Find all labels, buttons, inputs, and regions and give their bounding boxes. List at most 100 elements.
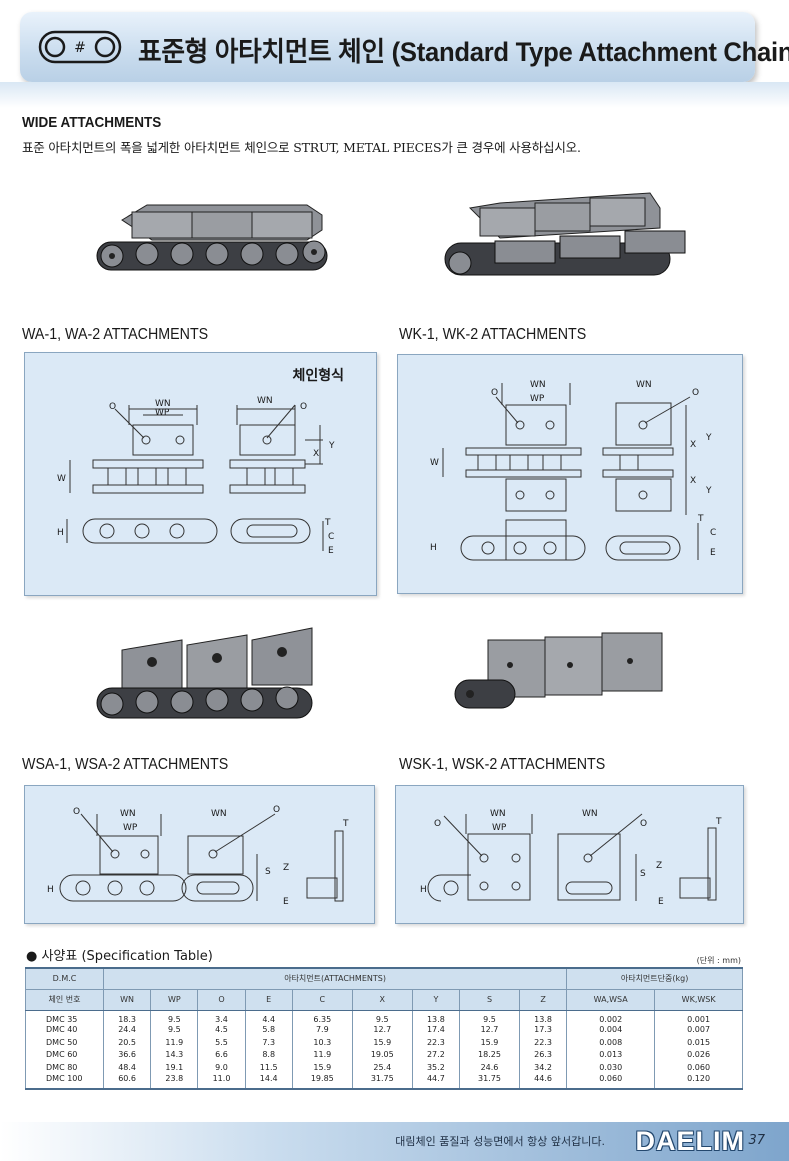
column-header: 체인 번호 bbox=[25, 989, 104, 1011]
wsa-diagram: WN WP O H WN O S Z E T bbox=[24, 785, 375, 924]
table-cell: 14.4 bbox=[244, 1073, 293, 1090]
column-header: Y bbox=[411, 989, 460, 1011]
wsa-chain-photo bbox=[96, 627, 313, 719]
column-header: WK,WSK bbox=[654, 989, 743, 1011]
table-cell: 24.6 bbox=[458, 1061, 520, 1074]
wsa-t-label: T bbox=[342, 819, 349, 829]
table-cell: 5.8 bbox=[244, 1023, 293, 1036]
table-cell: 34.2 bbox=[518, 1061, 568, 1074]
chain-type-label: 체인형식 bbox=[292, 368, 344, 384]
wk-t-label: T bbox=[697, 514, 704, 524]
table-cell: 0.007 bbox=[654, 1023, 743, 1036]
wsk-z-label: Z bbox=[656, 861, 662, 871]
table-cell: 19.1 bbox=[150, 1061, 199, 1074]
header-attachments: 아타치먼트(ATTACHMENTS) bbox=[102, 967, 568, 990]
table-cell: 26.3 bbox=[518, 1048, 568, 1061]
table-cell: 19.05 bbox=[351, 1048, 413, 1061]
table-cell: 0.015 bbox=[654, 1036, 743, 1049]
table-cell: DMC 80 bbox=[25, 1061, 104, 1074]
table-cell: 0.120 bbox=[654, 1073, 743, 1090]
wk-diagram: WN WP O W H WN O X Y X Y T C E bbox=[397, 354, 743, 594]
wsk-e-label: E bbox=[658, 897, 664, 907]
wk-h-label: H bbox=[430, 543, 437, 553]
wk-c-label: C bbox=[710, 528, 716, 538]
wsk-chain-photo bbox=[454, 632, 663, 709]
wsa-wn-label-2: WN bbox=[211, 809, 227, 819]
table-cell: 27.2 bbox=[411, 1048, 460, 1061]
table-cell: 22.3 bbox=[518, 1036, 568, 1049]
wa-w-label: W bbox=[57, 474, 66, 484]
wsa-o-label: O bbox=[73, 807, 80, 817]
column-header: S bbox=[458, 989, 520, 1011]
table-cell: 6.35 bbox=[291, 1010, 353, 1024]
table-cell: 19.85 bbox=[291, 1073, 353, 1090]
table-cell: 0.026 bbox=[654, 1048, 743, 1061]
column-header: X bbox=[351, 989, 413, 1011]
svg-text:#: # bbox=[74, 40, 86, 56]
table-cell: 7.3 bbox=[244, 1036, 293, 1049]
wsk-t-label: T bbox=[715, 817, 722, 827]
table-cell: 4.4 bbox=[244, 1010, 293, 1024]
wa-c-label: C bbox=[328, 532, 334, 542]
column-header: WN bbox=[102, 989, 152, 1011]
table-cell: 31.75 bbox=[351, 1073, 413, 1090]
table-cell: 7.9 bbox=[291, 1023, 353, 1036]
table-cell: 24.4 bbox=[102, 1023, 152, 1036]
table-cell: 44.6 bbox=[518, 1073, 568, 1090]
wk-x-label: X bbox=[690, 440, 696, 450]
table-cell: 11.9 bbox=[291, 1048, 353, 1061]
table-cell: 14.3 bbox=[150, 1048, 199, 1061]
wk-y-label-2: Y bbox=[705, 486, 712, 496]
wk-wn-label-2: WN bbox=[636, 380, 652, 390]
section-description: 표준 아타치먼트의 폭을 넓게한 아타치먼트 체인으로 STRUT, METAL… bbox=[22, 140, 581, 155]
table-cell: 11.5 bbox=[244, 1061, 293, 1074]
table-cell: 31.75 bbox=[458, 1073, 520, 1090]
wa-wn-label: WN bbox=[155, 399, 171, 409]
table-cell: 23.8 bbox=[150, 1073, 199, 1090]
table-cell: 13.8 bbox=[518, 1010, 568, 1024]
wsk-wp-label: WP bbox=[492, 823, 507, 833]
wa-o-label: O bbox=[109, 402, 116, 412]
table-cell: 9.5 bbox=[150, 1010, 199, 1024]
wsa-o-label-2: O bbox=[273, 805, 280, 815]
wk-o-label-2: O bbox=[692, 388, 699, 398]
caption-wk: WK-1, WK-2 ATTACHMENTS bbox=[399, 326, 587, 343]
table-cell: 44.7 bbox=[411, 1073, 460, 1090]
wa-t-label: T bbox=[324, 518, 331, 528]
page-number: 37 bbox=[748, 1133, 765, 1148]
table-cell: 8.8 bbox=[244, 1048, 293, 1061]
column-header: C bbox=[291, 989, 353, 1011]
wsa-h-label: H bbox=[47, 885, 54, 895]
table-cell: 12.7 bbox=[351, 1023, 413, 1036]
column-header: E bbox=[244, 989, 293, 1011]
wa-y-label: Y bbox=[328, 441, 335, 451]
page-header: # 표준형 아타치먼트 체인 (Standard Type Attachment… bbox=[20, 12, 789, 82]
wk-x-label-2: X bbox=[690, 476, 696, 486]
wk-y-label: Y bbox=[705, 433, 712, 443]
table-cell: 15.9 bbox=[458, 1036, 520, 1049]
page-footer: 대림체인 품질과 성능면에서 항상 앞서갑니다. DAELIM 37 bbox=[0, 1122, 789, 1161]
wsk-diagram: WN WP O H WN O S Z E T bbox=[395, 785, 744, 924]
table-cell: 17.4 bbox=[411, 1023, 460, 1036]
table-cell: DMC 35 bbox=[25, 1010, 104, 1024]
table-cell: 13.8 bbox=[411, 1010, 460, 1024]
wk-o-label: O bbox=[491, 388, 498, 398]
table-cell: 60.6 bbox=[102, 1073, 152, 1090]
caption-wsa: WSA-1, WSA-2 ATTACHMENTS bbox=[22, 756, 229, 773]
wk-wp-label: WP bbox=[530, 394, 545, 404]
wsk-o-label: O bbox=[434, 819, 441, 829]
table-cell: 0.060 bbox=[566, 1073, 656, 1090]
wk-chain-photo bbox=[444, 192, 686, 276]
table-cell: 0.008 bbox=[566, 1036, 656, 1049]
table-cell: DMC 50 bbox=[25, 1036, 104, 1049]
table-cell: 4.5 bbox=[197, 1023, 246, 1036]
wa-e-label: E bbox=[328, 546, 334, 556]
table-cell: 0.001 bbox=[654, 1010, 743, 1024]
table-cell: 10.3 bbox=[291, 1036, 353, 1049]
section-title: WIDE ATTACHMENTS bbox=[22, 114, 162, 131]
